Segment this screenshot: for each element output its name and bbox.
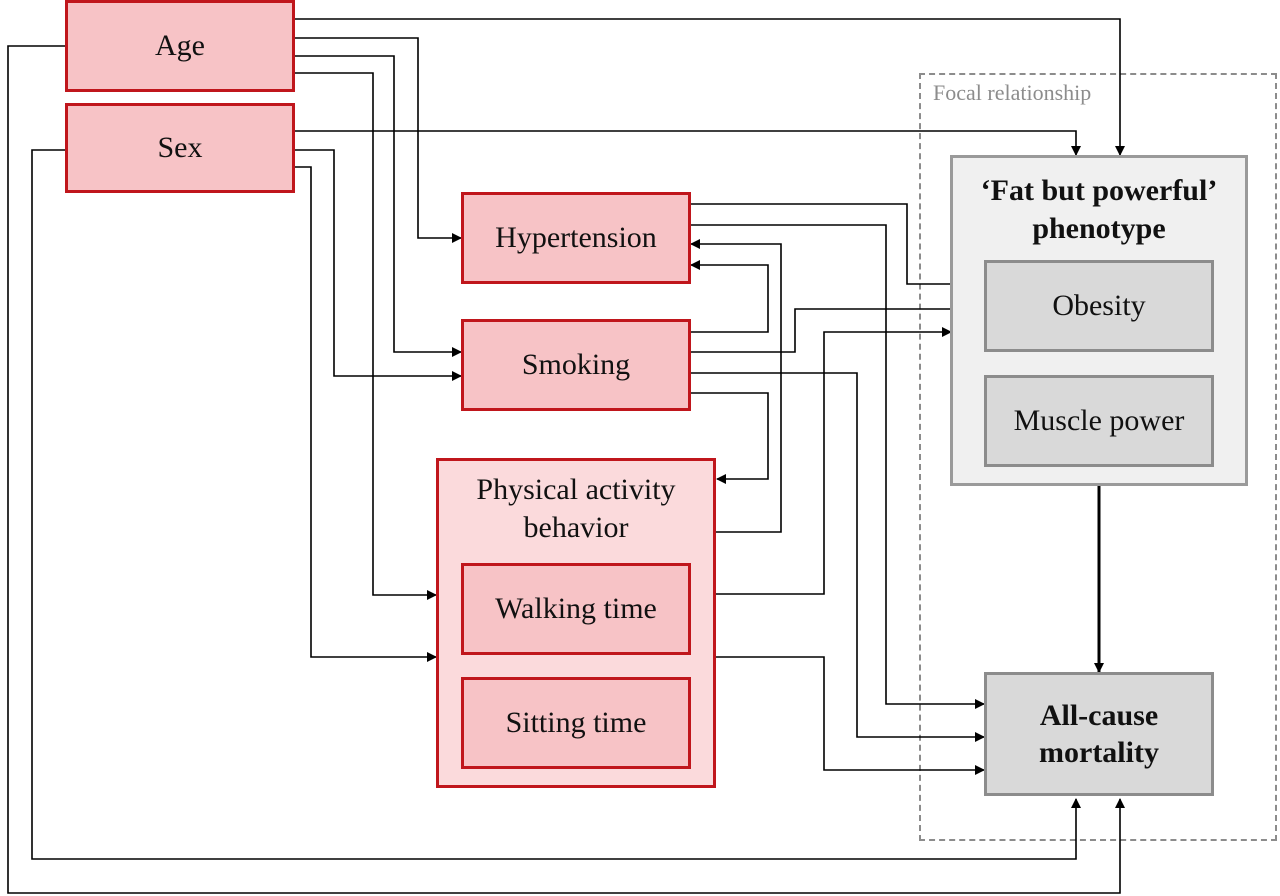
edge-sitting-mortality [716, 656, 985, 775]
mortality-node: All-cause mortality [984, 672, 1214, 796]
edge-sex-phenotype [295, 130, 1081, 156]
edge-smoking-hypertension [690, 260, 769, 333]
physical-activity-label-line1: Physical activity [476, 473, 676, 506]
hypertension-node: Hypertension [461, 192, 691, 284]
sex-node: Sex [65, 103, 295, 193]
edge-age-smoking [295, 55, 462, 357]
smoking-label: Smoking [521, 348, 631, 382]
walking-time-label: Walking time [495, 592, 657, 626]
edge-smoking-obesity [691, 304, 985, 353]
age-label: Age [155, 29, 205, 63]
smoking-node: Smoking [461, 319, 691, 411]
phenotype-label-line2: phenotype [1032, 211, 1166, 245]
focal-relationship-label: Focal relationship [933, 80, 1092, 105]
edge-sex-sitting [295, 166, 437, 662]
sex-label: Sex [157, 131, 203, 165]
edge-hypertension-obesity [691, 203, 985, 289]
edge-age-walking [295, 72, 437, 600]
edge-walking-obesity [716, 327, 952, 595]
edge-age-mortality [7, 45, 1125, 894]
edge-sex-mortality [31, 149, 1081, 860]
walking-time-node: Walking time [461, 563, 691, 655]
sitting-time-label: Sitting time [505, 706, 647, 740]
edge-physical-activity-hypertension [690, 239, 782, 533]
muscle-power-node: Muscle power [984, 375, 1214, 467]
muscle-power-label: Muscle power [1013, 404, 1185, 438]
edge-age-hypertension [295, 37, 462, 243]
edge-hypertension-mortality [691, 224, 985, 709]
obesity-label: Obesity [1052, 289, 1146, 323]
mortality-label-line1: All-cause [1039, 698, 1159, 732]
obesity-node: Obesity [984, 260, 1214, 352]
physical-activity-label-line2: behavior [523, 510, 629, 544]
edge-age-phenotype [295, 18, 1125, 156]
phenotype-label-line1: ‘Fat but powerful’ [980, 174, 1218, 207]
sitting-time-node: Sitting time [461, 677, 691, 769]
edge-smoking-mortality [691, 372, 985, 742]
edge-sex-smoking [295, 149, 462, 381]
focal-relationship-box [919, 73, 1277, 841]
hypertension-label: Hypertension [495, 221, 657, 255]
mortality-label-line2: mortality [1039, 736, 1159, 769]
edge-smoking-physical-activity [691, 392, 769, 484]
age-node: Age [65, 0, 295, 92]
